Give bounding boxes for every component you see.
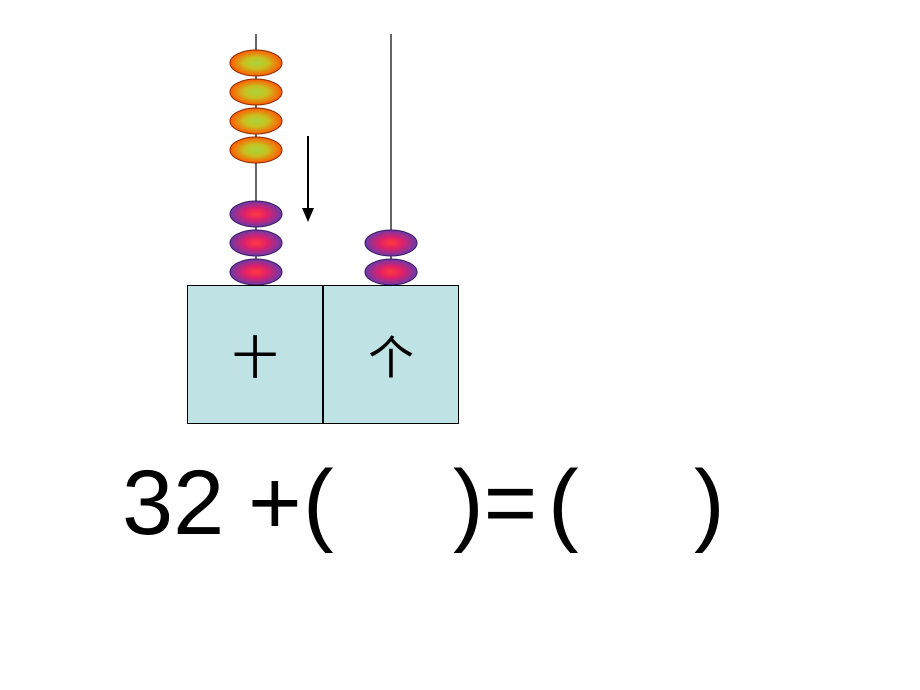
ones-label: 个 [368,330,414,385]
equation: 32 + ( )= ( ) [0,448,920,558]
ones-existing-beads [364,229,418,286]
equation-plus: + [248,452,302,554]
ones-place-box: 个 [323,285,459,424]
tens-bead [229,229,283,257]
tens-bead [229,200,283,228]
added-bead [229,78,283,106]
added-bead [229,49,283,77]
ones-bead [364,229,418,257]
equation-close-paren-2: ) [694,452,725,554]
down-arrow-icon [302,136,314,222]
tens-place-box: 十 [187,285,323,424]
added-bead [229,136,283,164]
ones-bead [364,258,418,286]
equation-number: 32 [122,452,225,554]
equation-open-paren-1: ( [303,452,334,554]
tens-bead [229,258,283,286]
equation-close-paren-equals: )= [453,452,538,554]
tens-label: 十 [232,330,278,385]
equation-open-paren-2: ( [548,452,579,554]
added-beads-group [229,49,283,164]
tens-existing-beads [229,200,283,286]
added-bead [229,107,283,135]
